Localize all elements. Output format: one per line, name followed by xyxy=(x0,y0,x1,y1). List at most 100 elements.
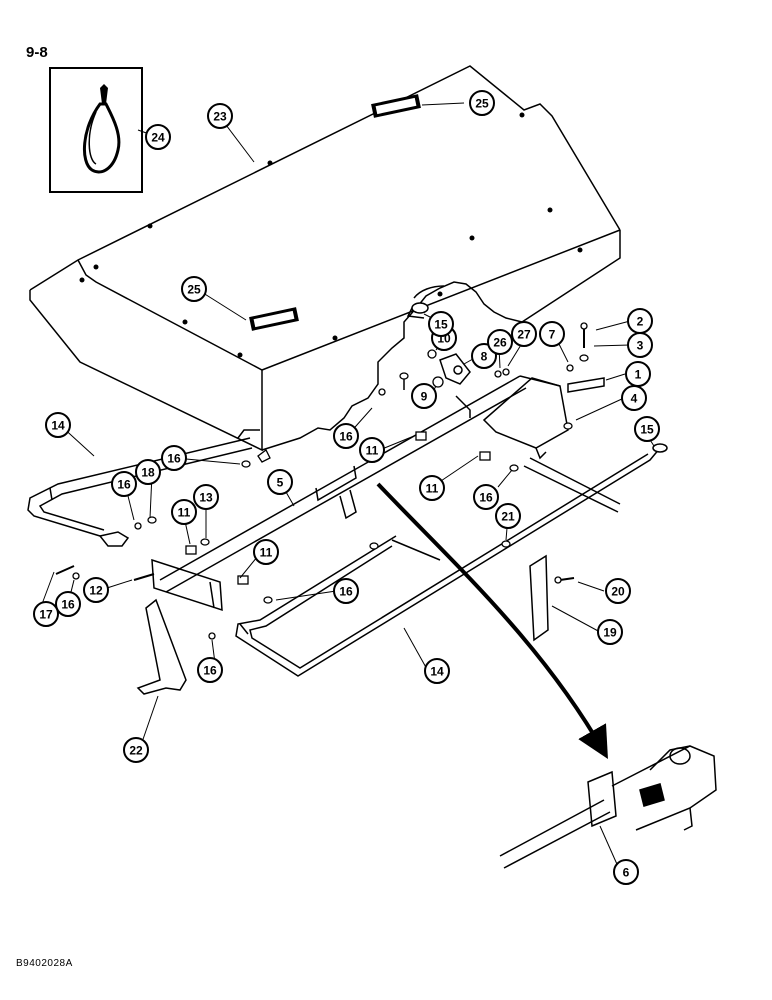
callout-label: 27 xyxy=(517,328,531,342)
callout-circle xyxy=(419,475,445,501)
callout-c22: 22 xyxy=(123,737,149,763)
callout-circle xyxy=(605,578,631,604)
callout-circle xyxy=(634,416,660,442)
callout-label: 15 xyxy=(640,423,654,437)
callout-label: 11 xyxy=(260,546,273,560)
callout-circle xyxy=(428,311,454,337)
callout-c16d: 16 xyxy=(473,484,499,510)
callout-c11d: 11 xyxy=(253,539,279,565)
callout-circle xyxy=(161,445,187,471)
callout-circle xyxy=(207,103,233,129)
callout-label: 21 xyxy=(501,510,515,524)
callout-label: 15 xyxy=(434,318,448,332)
callout-c14b: 14 xyxy=(424,658,450,684)
callout-c25a: 25 xyxy=(469,90,495,116)
callout-label: 19 xyxy=(603,626,617,640)
callout-circle xyxy=(193,484,219,510)
callout-label: 18 xyxy=(141,466,155,480)
callout-c1: 1 xyxy=(625,361,651,387)
callout-circle xyxy=(171,499,197,525)
callout-label: 24 xyxy=(151,131,165,145)
callout-label: 9 xyxy=(421,390,428,404)
callout-label: 11 xyxy=(426,482,439,496)
step-rail-left xyxy=(27,437,253,547)
callout-label: 16 xyxy=(117,478,131,492)
hitch-frame xyxy=(151,353,605,612)
callout-circle xyxy=(123,737,149,763)
callout-label: 16 xyxy=(167,452,181,466)
callout-c16b: 16 xyxy=(111,471,137,497)
callout-c4: 4 xyxy=(621,385,647,411)
callout-circle xyxy=(55,591,81,617)
callout-c9: 9 xyxy=(411,383,437,409)
callout-c11c: 11 xyxy=(171,499,197,525)
callout-c2: 2 xyxy=(627,308,653,334)
callout-circle xyxy=(135,459,161,485)
callout-c19: 19 xyxy=(597,619,623,645)
decal-lower xyxy=(249,307,299,331)
callout-label: 13 xyxy=(199,491,213,505)
callout-circle xyxy=(333,423,359,449)
callout-label: 20 xyxy=(611,585,625,599)
detail-view-frame xyxy=(499,745,717,869)
inset-strap-box xyxy=(49,67,143,193)
hardware-parts xyxy=(55,322,589,640)
callout-c16g: 16 xyxy=(55,591,81,617)
callout-c11b: 11 xyxy=(419,475,445,501)
callout-c24: 24 xyxy=(145,124,171,150)
callout-c23: 23 xyxy=(207,103,233,129)
callout-label: 26 xyxy=(493,336,507,350)
callout-circle xyxy=(111,471,137,497)
callout-circle xyxy=(145,124,171,150)
end-cap-upper xyxy=(406,302,429,319)
callout-c6: 6 xyxy=(613,859,639,885)
callout-circle xyxy=(197,657,223,683)
callout-label: 12 xyxy=(89,584,103,598)
callout-label: 5 xyxy=(277,476,284,490)
callout-c11a: 11 xyxy=(359,437,385,463)
callout-label: 6 xyxy=(623,866,630,880)
callout-label: 16 xyxy=(479,491,493,505)
callout-label: 16 xyxy=(339,430,353,444)
callout-group: 1234567891011111111121314141515161616161… xyxy=(33,90,660,885)
callout-c27: 27 xyxy=(511,321,537,347)
support-strap xyxy=(529,554,549,642)
callout-label: 22 xyxy=(129,744,143,758)
end-cap-right xyxy=(652,443,668,453)
detail-pointer-arrow xyxy=(376,482,608,759)
callout-c12: 12 xyxy=(83,577,109,603)
callout-label: 4 xyxy=(631,392,638,406)
callout-c26: 26 xyxy=(487,329,513,355)
callout-label: 2 xyxy=(637,315,644,329)
figure-code: B9402028A xyxy=(16,958,73,969)
callout-label: 25 xyxy=(187,283,201,297)
step-rail-right xyxy=(235,447,661,677)
callout-c16c: 16 xyxy=(333,423,359,449)
callout-circle xyxy=(597,619,623,645)
callout-circle xyxy=(473,484,499,510)
callout-c13: 13 xyxy=(193,484,219,510)
callout-label: 7 xyxy=(549,328,556,342)
callout-circle xyxy=(411,383,437,409)
callout-label: 17 xyxy=(39,608,53,622)
callout-c20: 20 xyxy=(605,578,631,604)
callout-c3: 3 xyxy=(627,332,653,358)
callout-circle xyxy=(613,859,639,885)
callout-c15b: 15 xyxy=(428,311,454,337)
callout-label: 11 xyxy=(366,444,379,458)
callout-c21: 21 xyxy=(495,503,521,529)
callout-c15a: 15 xyxy=(634,416,660,442)
callout-c25b: 25 xyxy=(181,276,207,302)
callout-c5: 5 xyxy=(267,469,293,495)
callout-label: 14 xyxy=(430,665,444,679)
callout-circle xyxy=(181,276,207,302)
callout-label: 11 xyxy=(178,506,191,520)
callout-circle xyxy=(267,469,293,495)
shield-cover xyxy=(29,65,621,452)
callout-c16e: 16 xyxy=(333,578,359,604)
callout-circle xyxy=(424,658,450,684)
callout-circle xyxy=(495,503,521,529)
callout-label: 25 xyxy=(475,97,489,111)
callout-c7: 7 xyxy=(539,321,565,347)
